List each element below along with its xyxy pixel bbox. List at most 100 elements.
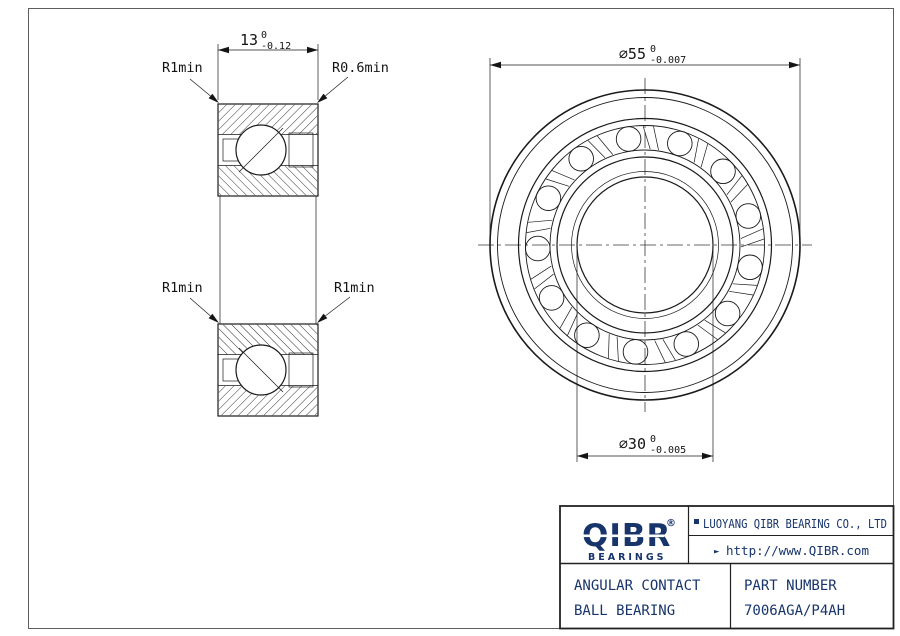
width-dim-value: 13 — [240, 31, 258, 49]
cage-separator — [700, 143, 709, 168]
bearing-ball — [574, 322, 600, 348]
cage-separator — [654, 340, 666, 363]
dim-arrow-right — [307, 46, 318, 54]
bearing-ball — [737, 254, 763, 281]
cage-separator — [693, 138, 699, 163]
leader-line — [325, 296, 351, 317]
logo-slit-accent — [580, 534, 664, 538]
logo-subtitle: BEARINGS — [588, 552, 667, 563]
cage-separator — [726, 175, 743, 196]
part-number-label: PART NUMBER — [744, 578, 837, 594]
leader-line — [189, 297, 211, 317]
outer-dim-tol-upper: 0 — [650, 44, 656, 55]
cage-separator — [730, 184, 748, 203]
dim-arrow-left — [490, 61, 501, 69]
cage-separator — [567, 313, 578, 336]
dim-arrow-left — [218, 46, 229, 54]
inner-ring-shoulder-circle — [556, 156, 734, 334]
bore-dim-tol-upper: 0 — [650, 434, 656, 445]
bearing-ball — [568, 145, 594, 172]
cage-separator — [697, 324, 718, 340]
bearing-ball — [667, 130, 693, 157]
width-dim-tol-upper: 0 — [261, 30, 267, 41]
cage-separator — [559, 307, 573, 329]
fillet-label-top-right: R0.6min — [332, 60, 389, 76]
cage-separator — [662, 339, 676, 361]
cage-separator — [729, 290, 754, 296]
section-top-half — [217, 103, 319, 197]
bearing-ball — [673, 331, 700, 357]
fillet-label-mid-right: R1min — [334, 280, 375, 296]
bearing-ball — [622, 339, 649, 365]
contact-angle-line-top — [238, 127, 284, 173]
width-dimension: 13 0 -0.12 — [217, 30, 319, 100]
drawing-frame — [28, 8, 894, 629]
outer-dim-tol-lower: -0.007 — [650, 55, 686, 66]
outer-chamfer-circle — [497, 97, 793, 393]
bearing-ball — [535, 185, 562, 211]
cage-outer-circle — [525, 125, 765, 365]
leader-line — [325, 76, 349, 97]
bore-dim-tol-lower: -0.005 — [650, 445, 686, 456]
dim-arrow-right — [789, 61, 800, 69]
cage-separator — [740, 228, 764, 239]
section-bottom-half — [217, 323, 319, 417]
cage-separator — [616, 336, 619, 362]
website-url: http://www.QIBR.com — [726, 543, 869, 558]
cage-separator — [530, 265, 552, 280]
company-bullet-icon — [694, 519, 699, 524]
cage-separator — [534, 273, 554, 290]
bore-circle — [576, 176, 714, 314]
outer-diameter-dimension: ⌀55 0 -0.007 — [489, 44, 801, 236]
bore-diameter-dimension: ⌀30 0 -0.005 — [576, 250, 714, 462]
cage-separator — [551, 170, 575, 181]
leader-arrow — [208, 93, 219, 103]
cage-separator — [526, 227, 551, 233]
leader-line — [189, 78, 211, 97]
cage-separator — [587, 140, 606, 158]
cage-separator — [528, 219, 553, 223]
leader-arrow — [317, 93, 328, 103]
title-block: QIBR ® BEARINGS LUOYANG QIBR BEARING CO.… — [559, 505, 895, 630]
dim-arrow-right — [702, 452, 713, 460]
company-logo: QIBR ® BEARINGS — [580, 518, 676, 563]
registered-trademark-icon: ® — [666, 518, 676, 529]
bore-chamfer-circle — [571, 171, 719, 319]
dim-arrow-left — [577, 452, 588, 460]
outer-dim-value: ⌀55 — [619, 45, 646, 63]
cage-separator — [608, 334, 610, 359]
product-name-line1: ANGULAR CONTACT — [574, 578, 701, 594]
title-block-border — [559, 505, 895, 630]
bearing-ball — [714, 300, 741, 327]
front-view: ⌀55 0 -0.007 ⌀30 0 -0.005 — [478, 44, 812, 462]
width-dim-tol-lower: -0.12 — [261, 41, 291, 52]
website-arrow-icon: ► — [714, 547, 720, 557]
bearing-ball — [525, 235, 551, 262]
product-name-line2: BALL BEARING — [574, 603, 675, 619]
cage-section-right-bottom — [288, 352, 314, 388]
part-number-value: 7006AGA/P4AH — [744, 603, 845, 619]
fillet-label-mid-left: R1min — [162, 280, 203, 296]
bearing-ball — [538, 285, 565, 311]
cross-section-view: 13 0 -0.12 R1min R0.6min R1min R1min — [162, 30, 389, 417]
cage-separator — [545, 178, 570, 187]
leader-arrow — [317, 313, 328, 323]
cage-separator — [597, 135, 614, 155]
bore-dim-value: ⌀30 — [619, 435, 646, 453]
leader-arrow — [208, 313, 219, 323]
cage-separator — [732, 283, 757, 286]
contact-angle-line-bottom — [238, 347, 284, 393]
bearing-ball — [615, 126, 642, 152]
cage-separator — [653, 126, 659, 151]
outer-diameter-circle — [489, 89, 801, 401]
cage-separator — [704, 319, 726, 334]
bearing-ball — [735, 203, 762, 229]
cage-separator — [642, 125, 651, 150]
cage-section-right — [288, 132, 314, 168]
fillet-labels: R1min R0.6min R1min R1min — [162, 60, 389, 323]
ball-cage-assembly — [525, 125, 765, 365]
bearing-ball — [710, 158, 736, 185]
outer-raceway-circle — [517, 117, 773, 373]
